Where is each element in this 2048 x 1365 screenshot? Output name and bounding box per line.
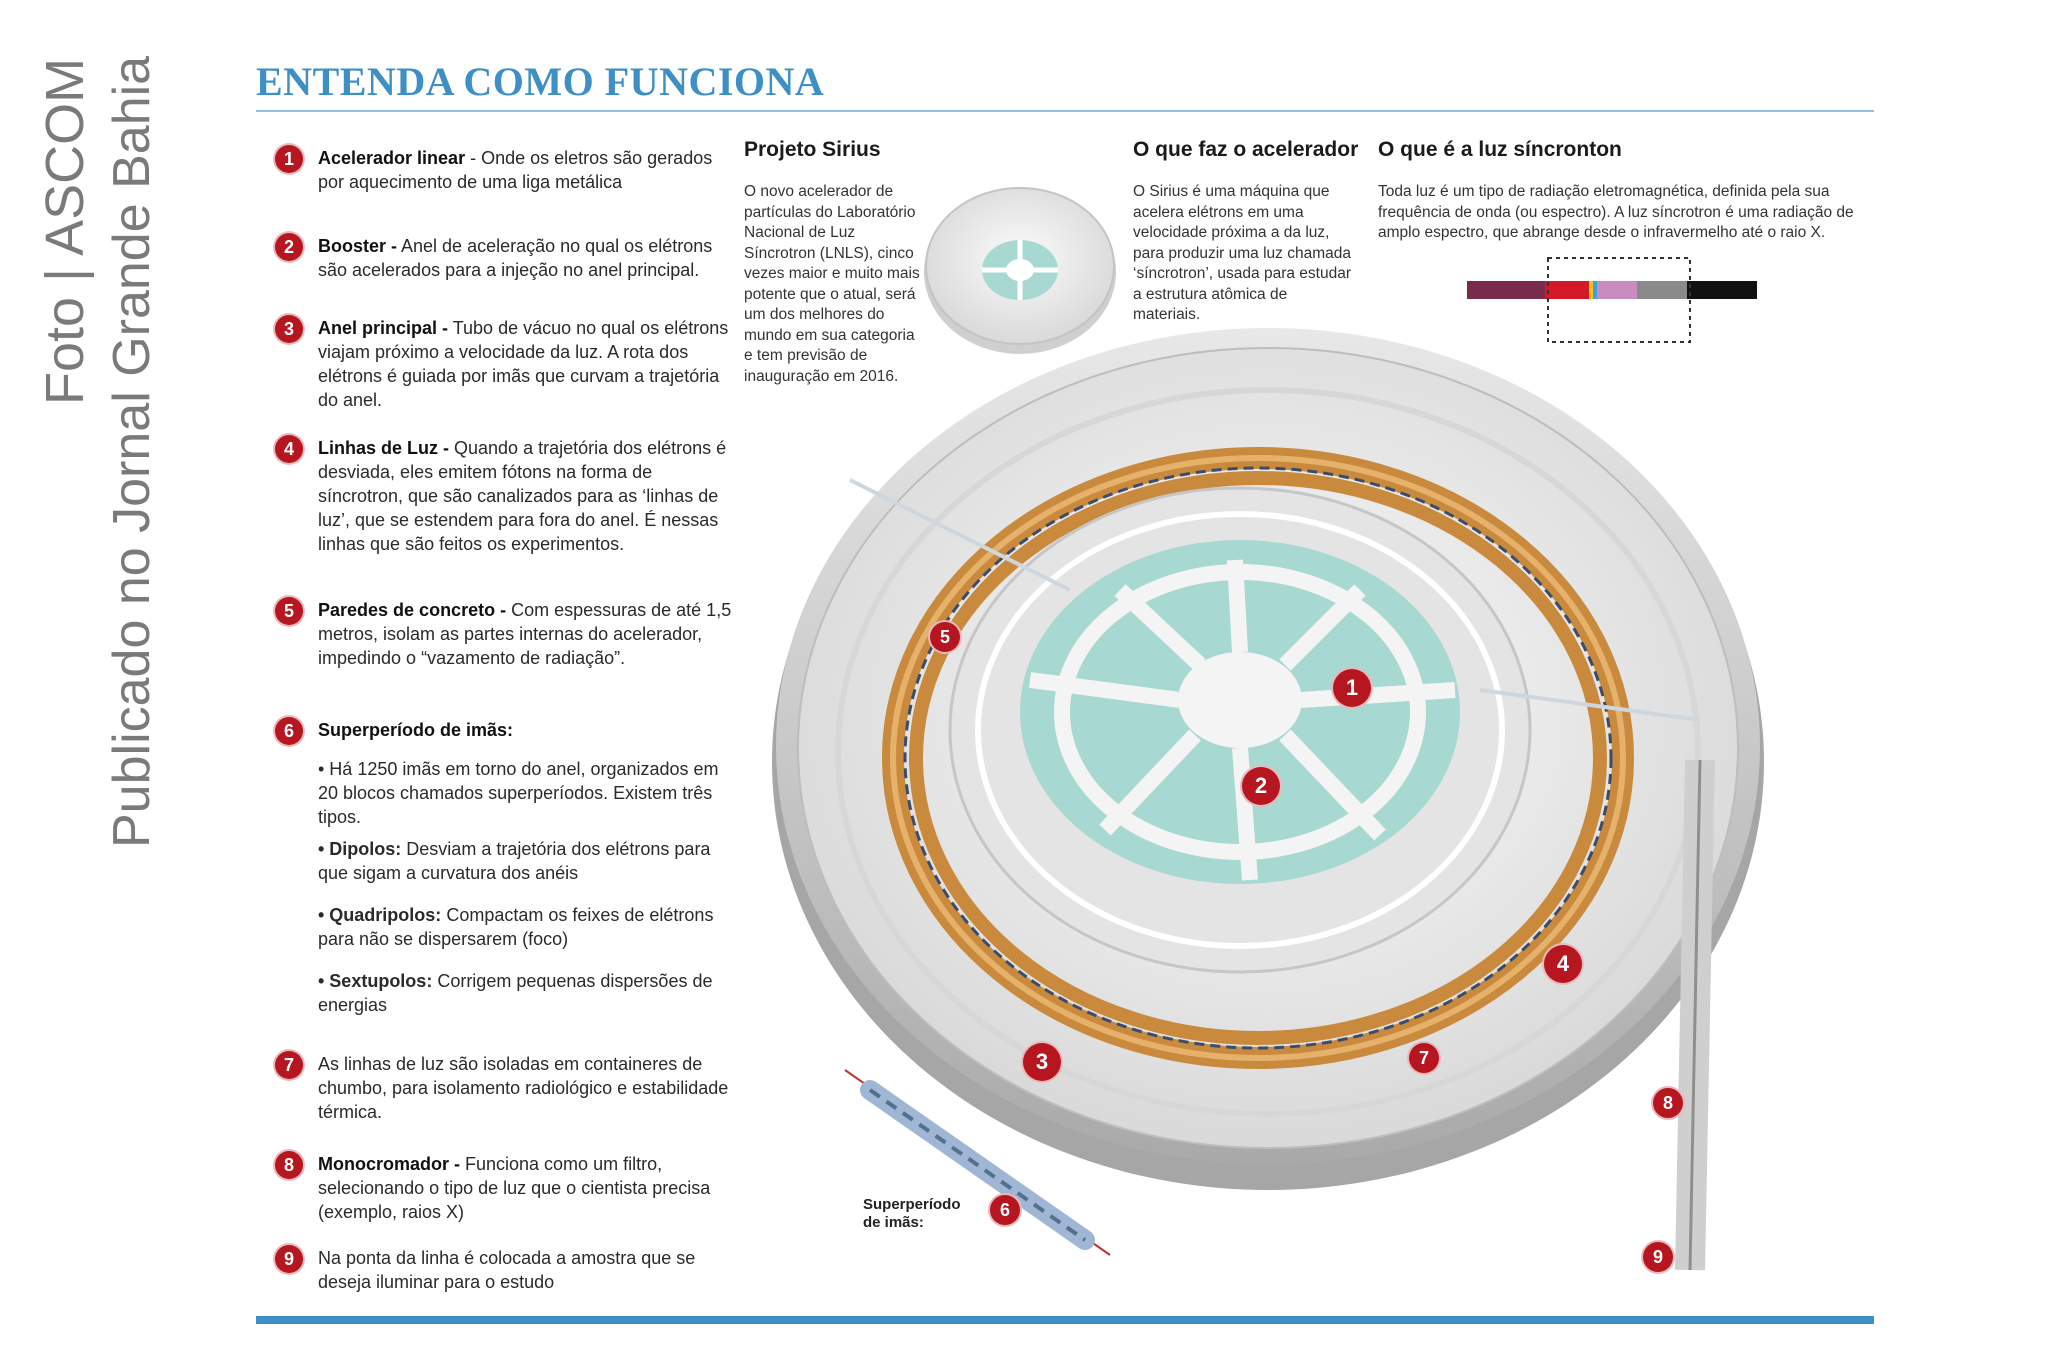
item-text: Anel de aceleração no qual os elétrons s… xyxy=(318,236,713,280)
item-text: - Onde os eletros são gerados por aqueci… xyxy=(318,148,713,192)
main-building xyxy=(772,328,1764,1271)
item-term: Superperíodo de imãs: xyxy=(318,720,514,740)
diagram-marker-8: 8 xyxy=(1653,1088,1683,1118)
magnet-note-quadripoles: • Quadripolos: Compactam os feixes de el… xyxy=(318,905,714,949)
diagram-marker-4: 4 xyxy=(1544,945,1582,983)
item-text: Tubo de vácuo no qual os elétrons viajam… xyxy=(318,318,729,410)
item-text: Quando a trajetória dos elétrons é desvi… xyxy=(318,438,727,554)
item-term: Anel principal - xyxy=(318,318,449,338)
spectrum-bar xyxy=(1467,257,1757,343)
number-badge: 8 xyxy=(275,1151,303,1179)
accelerator-text: O Sirius é uma máquina que acelera elétr… xyxy=(1133,183,1351,323)
item-text: Funciona como um filtro, selecionando o … xyxy=(318,1154,711,1222)
synchrotron-heading: O que é a luz síncronton xyxy=(1378,138,1622,161)
page-title: ENTENDA COMO FUNCIONA xyxy=(256,59,825,104)
diagram-marker-7: 7 xyxy=(1409,1043,1439,1073)
item-term: Acelerador linear xyxy=(318,148,466,168)
number-badge: 7 xyxy=(275,1051,303,1079)
number-badge: 2 xyxy=(275,233,303,261)
item-term: Paredes de concreto - xyxy=(318,600,507,620)
diagram-marker-6: 6 xyxy=(990,1195,1020,1225)
synchrotron-text: Toda luz é um tipo de radiação eletromag… xyxy=(1378,183,1854,241)
item-term: Linhas de Luz - xyxy=(318,438,450,458)
diagram-marker-3: 3 xyxy=(1023,1043,1061,1081)
callout-line-1: Superperíodo xyxy=(863,1196,961,1213)
item-text: Na ponta da linha é colocada a amostra q… xyxy=(318,1248,696,1292)
diagram-marker-2: 2 xyxy=(1242,767,1280,805)
diagram-marker-1: 1 xyxy=(1333,669,1371,707)
number-badge: 1 xyxy=(275,145,303,173)
magnets-callout: Superperíodo de imãs: xyxy=(863,1196,961,1232)
sirius-text: O novo acelerador de partículas do Labor… xyxy=(744,183,920,385)
magnet-note-1: • Há 1250 imãs em torno do anel, organiz… xyxy=(318,759,719,827)
number-badge: 3 xyxy=(275,315,303,343)
item-text: Com espessuras de até 1,5 metros, isolam… xyxy=(318,600,732,668)
bottom-divider xyxy=(256,1316,1874,1324)
accelerator-heading: O que faz o acelerador xyxy=(1133,138,1359,161)
number-badge: 5 xyxy=(275,597,303,625)
number-badge: 4 xyxy=(275,435,303,463)
item-term: Booster - xyxy=(318,236,398,256)
item-term: Monocromador - xyxy=(318,1154,460,1174)
inset-building xyxy=(924,187,1116,354)
number-badge: 9 xyxy=(275,1245,303,1273)
diagram-marker-9: 9 xyxy=(1643,1242,1673,1272)
top-divider xyxy=(256,110,1874,112)
diagram-marker-5: 5 xyxy=(930,622,960,652)
magnet-superperiod-strip xyxy=(844,1069,1111,1256)
magnet-note-sextupoles: • Sextupolos: Corrigem pequenas dispersõ… xyxy=(318,971,713,1015)
number-badge: 6 xyxy=(275,717,303,745)
sirius-heading: Projeto Sirius xyxy=(744,138,881,161)
item-text: As linhas de luz são isoladas em contain… xyxy=(318,1054,729,1122)
magnet-note-dipoles: • Dipolos: Desviam a trajetória dos elét… xyxy=(318,839,711,883)
callout-line-2: de imãs: xyxy=(863,1214,924,1231)
